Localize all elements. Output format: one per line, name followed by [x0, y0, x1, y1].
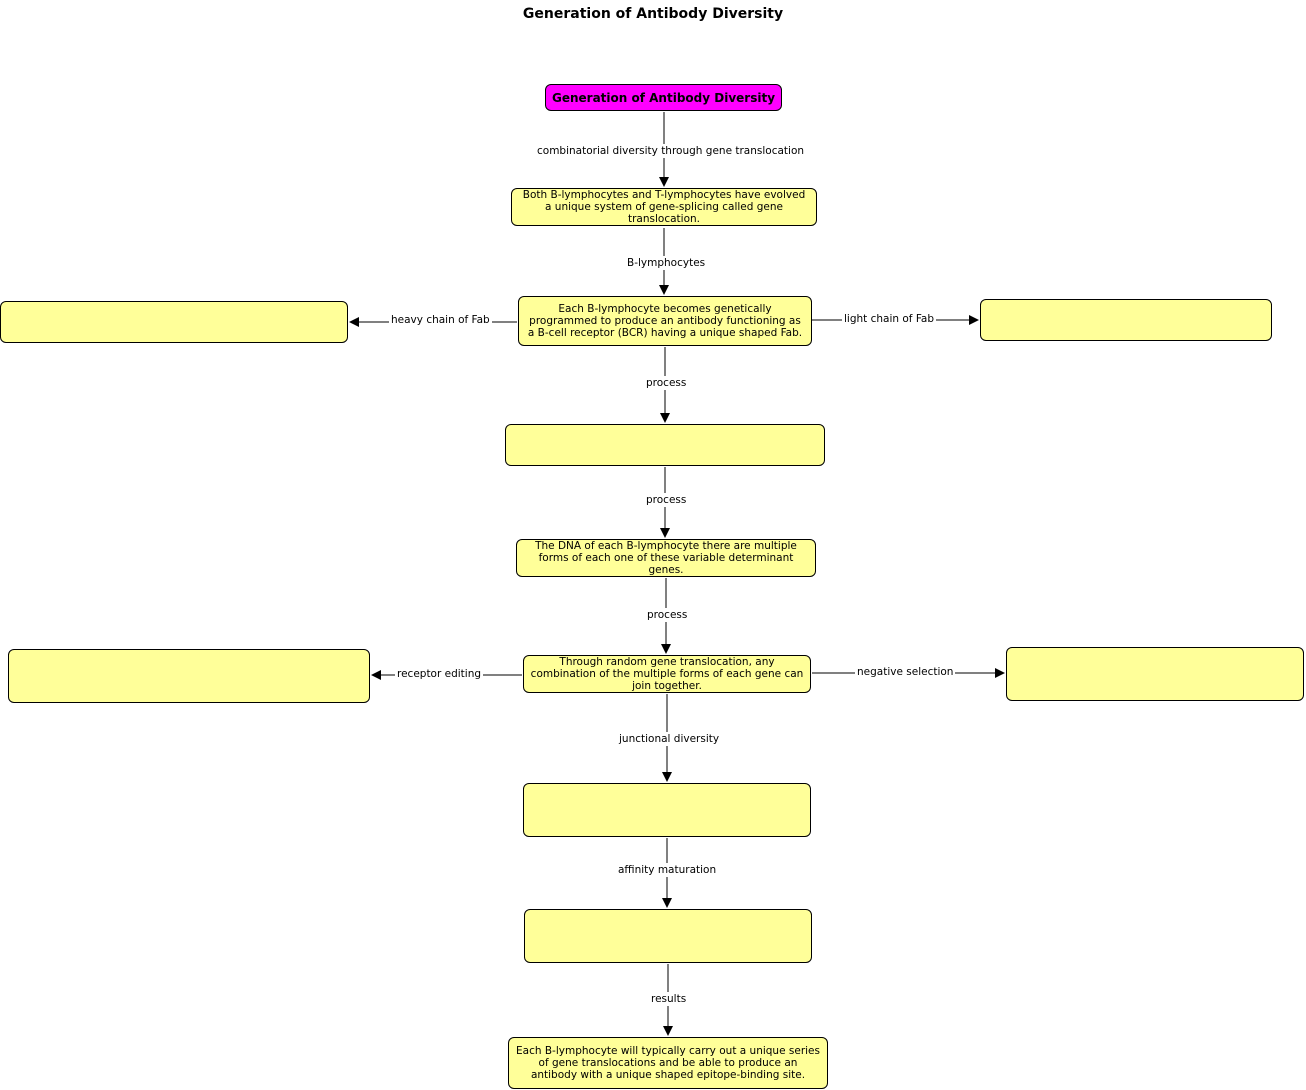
receptor-editing-node[interactable]: [8, 649, 370, 703]
edge-label-process-1: process: [644, 376, 689, 390]
edge-label-b-lymphocytes: B-lymphocytes: [625, 256, 708, 270]
gene-translocation-node[interactable]: Both B-lymphocytes and T-lymphocytes hav…: [511, 188, 817, 226]
bcr-node[interactable]: Each B-lymphocyte becomes genetically pr…: [518, 296, 812, 346]
page-title: Generation of Antibody Diversity: [522, 6, 784, 22]
edge-label-affinity: affinity maturation: [616, 863, 719, 877]
dna-forms-node[interactable]: The DNA of each B-lymphocyte there are m…: [516, 539, 816, 577]
edge-label-junctional: junctional diversity: [617, 732, 722, 746]
root-node[interactable]: Generation of Antibody Diversity: [545, 84, 782, 111]
edge-label-receptor-editing: receptor editing: [395, 667, 484, 681]
result-node[interactable]: Each B-lymphocyte will typically carry o…: [508, 1037, 828, 1089]
light-chain-node[interactable]: [980, 299, 1272, 341]
heavy-chain-node[interactable]: [0, 301, 348, 343]
edge-label-light-chain: light chain of Fab: [842, 312, 937, 326]
edge-label-negative-selection: negative selection: [855, 665, 956, 679]
negative-selection-node[interactable]: [1006, 647, 1304, 701]
random-translocation-node[interactable]: Through random gene translocation, any c…: [523, 655, 811, 693]
junctional-diversity-node[interactable]: [523, 783, 811, 837]
edge-label-combinatorial: combinatorial diversity through gene tra…: [535, 144, 807, 158]
edge-label-heavy-chain: heavy chain of Fab: [389, 313, 492, 327]
edge-label-results: results: [649, 992, 689, 1006]
edge-label-process-3: process: [645, 608, 690, 622]
process-node[interactable]: [505, 424, 825, 466]
affinity-maturation-node[interactable]: [524, 909, 812, 963]
edge-label-process-2: process: [644, 493, 689, 507]
